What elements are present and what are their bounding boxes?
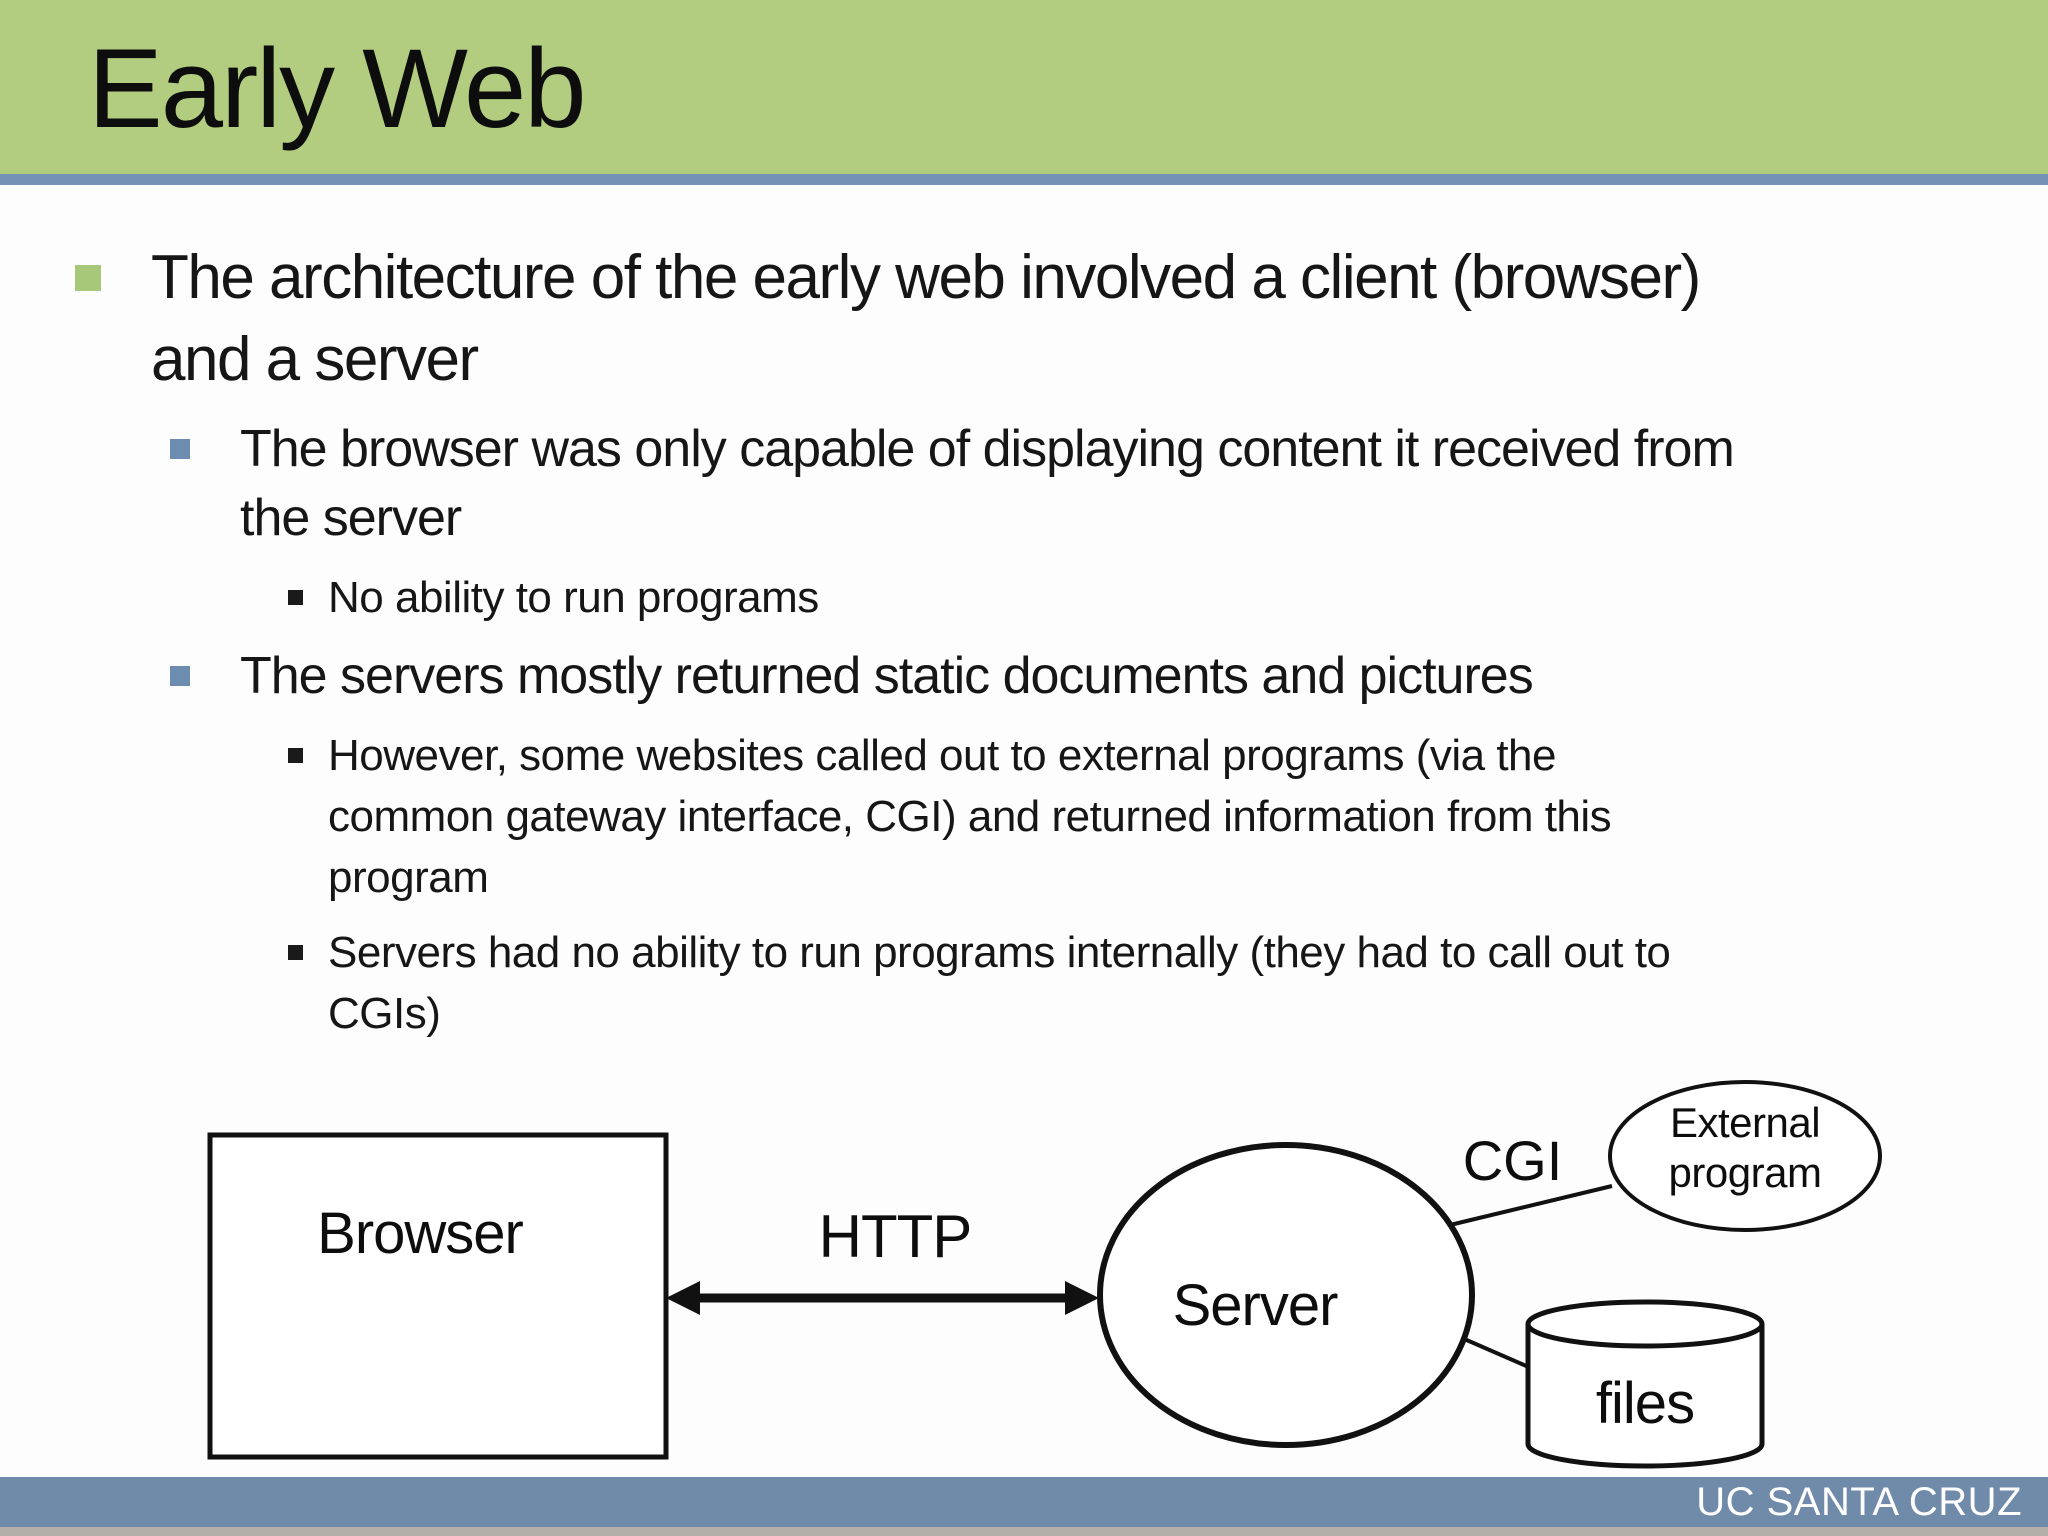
- page-title: Early Web: [88, 26, 587, 151]
- bullet-text-line: The servers mostly returned static docum…: [240, 647, 1534, 705]
- external-program-label-line: External: [1669, 1099, 1821, 1146]
- external-program-label: External program: [1610, 1098, 1880, 1198]
- bullet-text-line: No ability to run programs: [328, 573, 819, 622]
- bullet-text-line: However, some websites called out to ext…: [328, 731, 1556, 780]
- arrowhead-left-icon: [666, 1281, 700, 1315]
- server-label: Server: [1172, 1273, 1339, 1338]
- bullet-item: The servers mostly returned static docum…: [0, 642, 2048, 711]
- cgi-label: CGI: [1462, 1129, 1563, 1192]
- bullet-text: Servers had no ability to run programs i…: [328, 922, 1671, 1044]
- bullet-text-line: Servers had no ability to run programs i…: [328, 928, 1671, 977]
- bullet-text-line: The architecture of the early web involv…: [151, 243, 1701, 312]
- slide-header: Early Web: [0, 0, 2048, 174]
- bullet-item: No ability to run programs: [0, 567, 2048, 628]
- bullet-square-icon: [288, 945, 303, 960]
- external-program-label-line: program: [1668, 1149, 1822, 1196]
- bullet-text: No ability to run programs: [328, 567, 819, 628]
- bullet-text-line: the server: [240, 489, 462, 547]
- bullet-list: The architecture of the early web involv…: [0, 185, 2048, 1058]
- http-arrow: [666, 1281, 1099, 1315]
- files-cylinder-top: [1525, 1299, 1765, 1349]
- files-cylinder-body: [1525, 1324, 1765, 1469]
- bullet-text-line: common gateway interface, CGI) and retur…: [328, 792, 1612, 841]
- server-ellipse: [1097, 1142, 1475, 1448]
- bullet-item: The browser was only capable of displayi…: [0, 415, 2048, 553]
- files-cylinder: [1525, 1299, 1765, 1469]
- external-program-ellipse: [1608, 1080, 1882, 1232]
- bullet-text: The browser was only capable of displayi…: [240, 415, 1735, 553]
- bullet-text-line: The browser was only capable of displayi…: [240, 420, 1735, 478]
- arrowhead-right-icon: [1065, 1281, 1099, 1315]
- bullet-item: However, some websites called out to ext…: [0, 725, 2048, 908]
- header-rule: [0, 174, 2048, 185]
- browser-label: Browser: [317, 1201, 524, 1266]
- footer-branding: UC SANTA CRUZ: [1696, 1479, 2022, 1524]
- http-label: HTTP: [818, 1203, 973, 1270]
- bullet-text-line: and a server: [151, 325, 479, 394]
- bullet-item: The architecture of the early web involv…: [0, 237, 2048, 401]
- bullet-text: However, some websites called out to ext…: [328, 725, 1612, 908]
- bullet-square-icon: [288, 590, 303, 605]
- bullet-text: The servers mostly returned static docum…: [240, 642, 1534, 711]
- cgi-connector-line: [1449, 1184, 1613, 1227]
- footer-strip: [0, 1527, 2048, 1536]
- bullet-text-line: program: [328, 853, 489, 902]
- bullet-square-icon: [288, 748, 303, 763]
- files-label: files: [1595, 1371, 1695, 1436]
- bullet-text: The architecture of the early web involv…: [151, 237, 1701, 401]
- bullet-square-icon: [170, 666, 190, 686]
- bullet-square-icon: [75, 265, 101, 291]
- bullet-item: Servers had no ability to run programs i…: [0, 922, 2048, 1044]
- footer-bar: UC SANTA CRUZ: [0, 1477, 2048, 1527]
- browser-box: [207, 1132, 669, 1460]
- bullet-square-icon: [170, 439, 190, 459]
- bullet-text-line: CGIs): [328, 989, 441, 1038]
